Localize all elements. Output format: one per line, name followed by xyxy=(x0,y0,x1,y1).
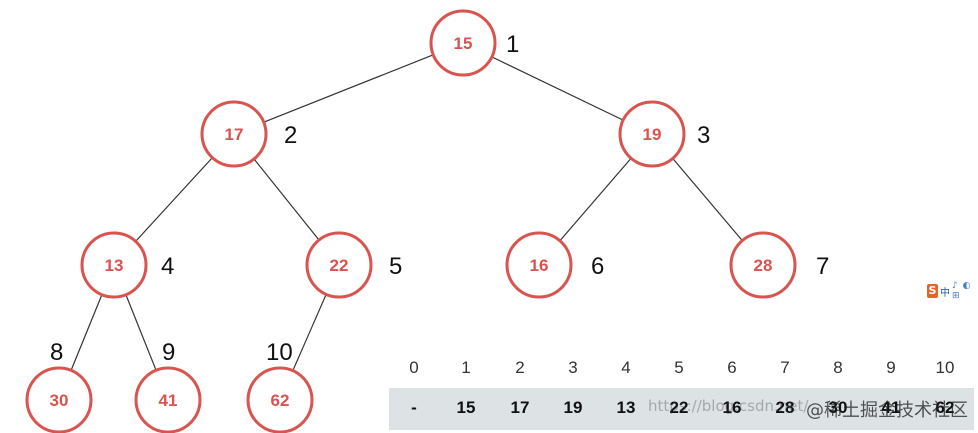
tree-edge-3-7 xyxy=(672,158,743,241)
tree-node-3: 19 3 xyxy=(618,100,710,168)
tree-node-index: 2 xyxy=(284,122,297,149)
tree-node-9: 41 9 xyxy=(134,339,202,433)
tree-edge-1-2 xyxy=(263,54,434,123)
tree-node-5: 22 5 xyxy=(305,231,402,299)
tree-node-value: 62 xyxy=(271,391,290,410)
array-values-background xyxy=(389,388,974,430)
array-index-7: 7 xyxy=(780,358,790,377)
tree-edge-4-8 xyxy=(70,294,103,371)
tree-node-2: 17 2 xyxy=(200,100,297,168)
tree-node-circle xyxy=(505,231,573,299)
tree-edge-3-6 xyxy=(559,157,632,242)
tree-node-value: 13 xyxy=(105,256,124,275)
tree-edge-1-3 xyxy=(491,56,624,121)
array-index-8: 8 xyxy=(833,358,843,377)
array-index-6: 6 xyxy=(727,358,737,377)
array-index-10: 10 xyxy=(935,358,955,377)
array-value-8: 30 xyxy=(828,398,848,417)
tree-node-index: 3 xyxy=(697,122,710,149)
array-value-0: - xyxy=(411,398,417,417)
tree-node-index: 9 xyxy=(162,339,175,366)
array-index-4: 4 xyxy=(621,358,631,377)
array-value-6: 16 xyxy=(722,398,742,417)
tree-node-4: 13 4 xyxy=(80,231,174,299)
tree-node-circle xyxy=(134,366,202,433)
tree-node-7: 28 7 xyxy=(729,231,829,299)
ime-tool-icons[interactable]: ♪ ◐ ⊞ xyxy=(951,281,972,301)
array-value-1: 15 xyxy=(456,398,476,417)
tree-node-value: 19 xyxy=(643,125,662,144)
array-index-0: 0 xyxy=(409,358,419,377)
tree-node-index: 7 xyxy=(816,253,829,280)
tree-edges xyxy=(70,54,743,371)
array-value-4: 13 xyxy=(616,398,636,417)
tree-node-index: 4 xyxy=(161,253,174,280)
tree-node-value: 30 xyxy=(50,391,69,410)
array-index-3: 3 xyxy=(568,358,578,377)
tree-node-circle xyxy=(246,366,314,433)
ime-toolbar[interactable]: S 中 ♪ ◐ ⊞ xyxy=(927,281,977,301)
tree-node-value: 28 xyxy=(754,256,773,275)
tree-node-index: 6 xyxy=(591,253,604,280)
array-index-2: 2 xyxy=(515,358,525,377)
tree-node-value: 17 xyxy=(225,125,244,144)
tree-node-circle xyxy=(305,231,373,299)
tree-node-8: 30 8 xyxy=(25,339,93,433)
tree-node-circle xyxy=(618,100,686,168)
array-value-5: 22 xyxy=(669,398,689,417)
ime-logo-icon[interactable]: S xyxy=(927,284,938,298)
tree-node-6: 16 6 xyxy=(505,231,604,299)
tree-node-circle xyxy=(25,366,93,433)
tree-node-index: 10 xyxy=(266,339,293,366)
tree-edge-2-4 xyxy=(135,157,213,242)
array-value-3: 19 xyxy=(563,398,583,417)
array-index-9: 9 xyxy=(886,358,896,377)
tree-node-value: 15 xyxy=(454,34,473,53)
array-value-7: 28 xyxy=(775,398,795,417)
tree-edge-5-10 xyxy=(292,294,327,371)
tree-node-value: 22 xyxy=(330,256,349,275)
array-value-2: 17 xyxy=(510,398,530,417)
tree-node-index: 1 xyxy=(506,31,519,58)
watermark-url: https://blog.csdn.net/ xyxy=(648,397,809,415)
tree-node-10: 62 10 xyxy=(246,339,314,433)
ime-language-label[interactable]: 中 xyxy=(939,287,950,299)
tree-node-circle xyxy=(729,231,797,299)
tree-node-circle xyxy=(200,100,268,168)
array-index-5: 5 xyxy=(674,358,684,377)
tree-node-value: 16 xyxy=(530,256,549,275)
array-index-1: 1 xyxy=(461,358,471,377)
watermark-brand: @稀土掘金技术社区 xyxy=(806,400,968,421)
array-value-10: 62 xyxy=(935,398,955,417)
tree-edge-2-5 xyxy=(253,158,320,241)
array-value-9: 41 xyxy=(881,398,901,417)
tree-node-index: 5 xyxy=(389,253,402,280)
tree-node-1: 15 1 xyxy=(429,9,519,77)
tree-node-circle xyxy=(429,9,497,77)
tree-node-index: 8 xyxy=(50,339,63,366)
tree-node-circle xyxy=(80,231,148,299)
tree-edge-4-9 xyxy=(125,294,157,371)
tree-node-value: 41 xyxy=(159,391,178,410)
